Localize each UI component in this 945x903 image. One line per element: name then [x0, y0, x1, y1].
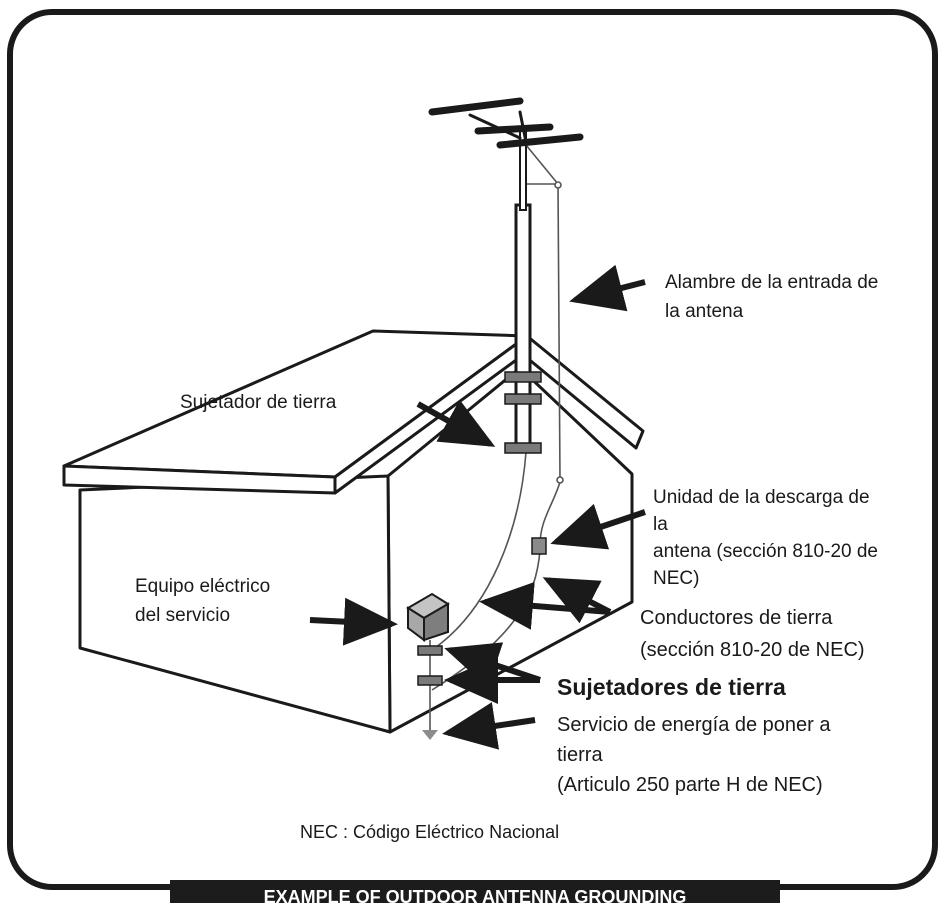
label-ground-clamp: Sujetador de tierra: [180, 392, 337, 413]
footer-banner: EXAMPLE OF OUTDOOR ANTENNA GROUNDING: [170, 880, 780, 903]
discharge-unit-box: [531, 537, 547, 555]
label-grounding-conductors: Conductores de tierra (sección 810-20 de…: [640, 607, 865, 661]
antenna-elements: [428, 97, 584, 149]
arrow-power-ground: [442, 702, 536, 750]
arrow-discharge-unit: [550, 503, 646, 550]
label-antenna-lead-in: Alambre de la entrada de la antena: [665, 272, 879, 322]
ground-clamps-shapes: [417, 645, 443, 686]
arrow-ground-clamp: [416, 399, 496, 447]
ground-spike-icon: [422, 730, 438, 740]
arrow-conductors-2: [542, 577, 612, 624]
service-equipment-box: [406, 592, 450, 642]
mast-clamps: [504, 371, 542, 454]
arrow-lead-in: [569, 264, 646, 312]
label-service-equipment: Equipo eléctrico del servicio: [135, 576, 271, 626]
house-drawing: [62, 329, 645, 734]
label-power-service-ground: Servicio de energía de poner a tierra (A…: [557, 714, 831, 796]
callout-arrows: [309, 264, 646, 750]
label-discharge-unit: Unidad de la descarga de la antena (secc…: [653, 487, 878, 589]
nec-footnote: NEC : Código Eléctrico Nacional: [300, 822, 560, 842]
label-ground-clamps: Sujetadores de tierra: [557, 674, 786, 700]
arrow-service-equipment: [309, 597, 398, 646]
